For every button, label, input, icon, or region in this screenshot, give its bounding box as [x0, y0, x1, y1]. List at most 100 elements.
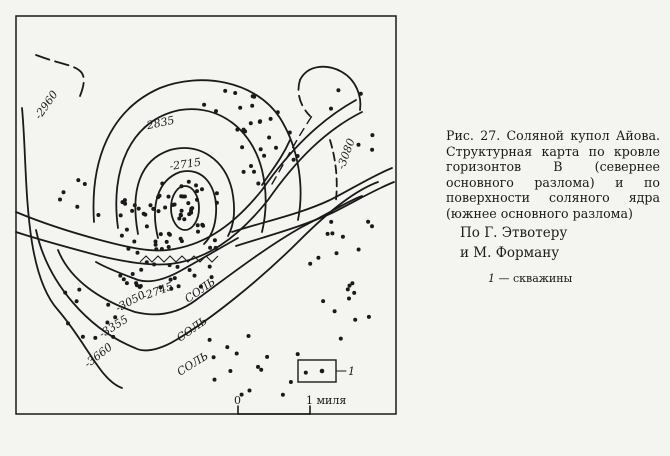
- well-dot: [366, 314, 371, 319]
- well-dot: [93, 335, 98, 340]
- well-dot: [356, 247, 361, 252]
- well-dot: [130, 272, 135, 276]
- well-dot: [178, 212, 183, 217]
- contour-top-loop-dashed: [297, 79, 311, 117]
- contour-2960: [35, 54, 85, 97]
- well-dot: [166, 245, 171, 249]
- well-dot: [248, 121, 253, 126]
- legend-well-dot: [319, 368, 325, 374]
- well-dot: [119, 233, 124, 238]
- well-dot: [213, 245, 218, 250]
- well-dot: [356, 142, 361, 147]
- contour-2745: [95, 237, 239, 283]
- contour-2715: [134, 147, 235, 237]
- well-dot: [153, 242, 158, 247]
- well-dot: [200, 222, 205, 227]
- well-dot: [167, 263, 172, 268]
- well-dot: [159, 247, 164, 251]
- well-dot: [288, 380, 293, 384]
- well-dot: [303, 370, 308, 375]
- contour-3355: [35, 181, 379, 352]
- well-dot: [274, 145, 278, 150]
- well-dot: [58, 197, 62, 202]
- contour-3080: [329, 139, 338, 201]
- main-fault-south: [15, 111, 363, 266]
- well-dot: [325, 231, 330, 236]
- contour-inner-1: [154, 170, 217, 245]
- well-dot: [256, 364, 260, 369]
- well-dot: [208, 245, 213, 250]
- well-dot: [139, 267, 144, 272]
- well-dot: [214, 191, 219, 196]
- well-dot: [122, 198, 127, 203]
- well-dot: [243, 129, 248, 134]
- label-3080: -3080: [335, 137, 358, 171]
- well-dot: [156, 209, 161, 214]
- well-dot: [280, 392, 285, 397]
- well-dot: [82, 182, 87, 186]
- well-dot: [118, 273, 123, 278]
- well-dot: [207, 337, 212, 342]
- contour-2960-loop: [92, 79, 302, 223]
- well-dot: [256, 181, 261, 186]
- well-dot: [182, 217, 187, 222]
- well-dot: [132, 239, 137, 244]
- scale-end-label: 1 миля: [306, 394, 346, 407]
- well-dot: [166, 194, 171, 199]
- well-dot: [151, 206, 156, 211]
- well-dot: [158, 232, 163, 237]
- well-dot: [247, 388, 252, 393]
- well-dot: [111, 334, 116, 339]
- well-dot: [80, 334, 85, 339]
- well-dot: [187, 268, 192, 272]
- caption-author-1: По Г. Этвотеру: [460, 224, 568, 241]
- well-dot: [135, 250, 140, 255]
- well-dot: [353, 317, 358, 322]
- legend-box: [297, 359, 337, 383]
- well-dot: [66, 321, 70, 326]
- well-dot: [211, 355, 216, 360]
- well-dot: [194, 183, 198, 188]
- well-dot: [121, 277, 126, 282]
- well-dot: [186, 179, 191, 184]
- label-2960: -2960: [32, 88, 61, 121]
- well-dot: [113, 315, 118, 320]
- well-dot: [340, 234, 345, 239]
- well-dot: [234, 351, 239, 356]
- well-dot: [295, 352, 300, 357]
- secondary-fault-lower: [235, 181, 395, 247]
- well-dot: [240, 145, 245, 150]
- well-dot: [63, 290, 68, 295]
- well-dot: [241, 169, 246, 174]
- well-dot: [291, 157, 296, 162]
- well-dot: [96, 213, 101, 217]
- well-dot: [347, 283, 352, 288]
- well-dot: [200, 187, 204, 192]
- contour-2835: [115, 108, 267, 233]
- well-dot: [214, 200, 219, 205]
- well-dot: [195, 197, 199, 202]
- well-dot: [202, 102, 207, 107]
- well-dot: [179, 239, 184, 244]
- well-dot: [321, 299, 326, 304]
- main-fault-north: [15, 99, 357, 252]
- well-dot: [238, 105, 243, 110]
- well-dot: [308, 261, 313, 266]
- well-dot: [212, 238, 217, 243]
- contour-top-loop: [299, 65, 362, 111]
- figure-caption: Рис. 27. Соляной купол Айова. Структурна…: [446, 128, 660, 285]
- well-dot: [160, 181, 165, 186]
- well-dot: [105, 320, 110, 325]
- label-2835: -2835: [142, 114, 176, 133]
- well-dot: [345, 287, 350, 292]
- well-dot: [275, 110, 280, 115]
- well-dot: [252, 94, 257, 99]
- salt-hatch: [139, 255, 219, 263]
- well-dot: [259, 367, 264, 372]
- well-dot: [166, 231, 171, 236]
- well-dot: [172, 276, 177, 281]
- well-dot: [175, 264, 180, 269]
- well-dot: [195, 189, 199, 194]
- well-dot: [198, 284, 203, 289]
